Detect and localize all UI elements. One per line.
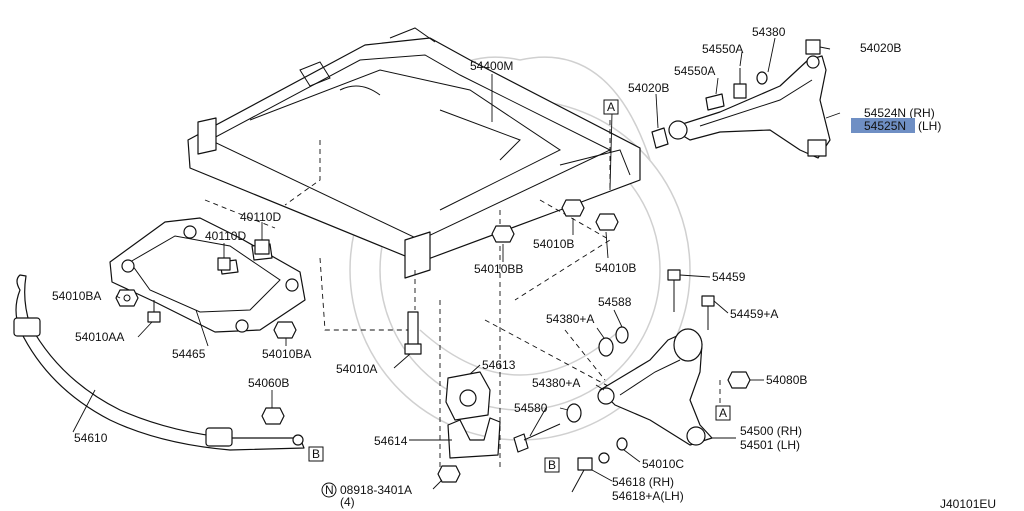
label-54465: 54465 <box>172 347 206 361</box>
bolt-54550a-b <box>705 93 725 111</box>
label-08918-qty: (4) <box>340 495 355 509</box>
ref-a-top: A <box>607 100 615 114</box>
washer-54380 <box>756 71 768 85</box>
label-54524n-rh: 54524N (RH) <box>864 106 935 120</box>
bracket-54465 <box>109 217 306 333</box>
stabilizer-bar-54610 <box>13 274 305 451</box>
bushing-54613 <box>445 371 491 421</box>
bolt-54550a-a <box>733 68 747 99</box>
label-54500-rh: 54500 (RH) <box>740 424 802 438</box>
label-54588: 54588 <box>598 295 632 309</box>
nut-54010bb <box>491 225 515 243</box>
nut-54010ba-right <box>273 321 297 339</box>
suspension-member-54400m <box>187 27 641 279</box>
nut-54010ba-left <box>115 289 139 307</box>
label-54550a-upper: 54550A <box>702 42 743 56</box>
label-54010c: 54010C <box>642 457 684 471</box>
label-54010b-right: 54010B <box>595 261 636 275</box>
label-54020b-right: 54020B <box>860 41 901 55</box>
ref-box-a-top <box>603 99 619 115</box>
label-54380a-lower: 54380+A <box>532 376 580 390</box>
label-54400m: 54400M <box>470 59 513 73</box>
label-54459a: 54459+A <box>730 307 778 321</box>
ref-box-b-left <box>308 446 324 462</box>
label-54020b-left: 54020B <box>628 81 669 95</box>
label-54010ba-right: 54010BA <box>262 347 311 361</box>
label-54580: 54580 <box>514 401 548 415</box>
washer-54380a-upper <box>598 337 614 357</box>
nut-54010b-a <box>561 199 585 217</box>
bolt-54580 <box>513 423 561 453</box>
label-54010ba-left: 54010BA <box>52 289 101 303</box>
bolt-54010aa <box>147 300 161 323</box>
label-54010a: 54010A <box>336 362 377 376</box>
label-54550a-lower: 54550A <box>674 64 715 78</box>
bolt-54459a <box>701 295 715 330</box>
label-54618-rh: 54618 (RH) <box>612 475 674 489</box>
washer-54588 <box>615 326 629 344</box>
bolt-54010a <box>404 311 422 355</box>
ref-b-right: B <box>548 458 556 472</box>
label-54459: 54459 <box>712 270 746 284</box>
label-54010b-left: 54010B <box>533 237 574 251</box>
ref-box-a-bottom <box>715 405 731 421</box>
washer-54380a-lower <box>566 403 582 423</box>
nut-54010b-b <box>595 213 619 231</box>
label-54380a-upper: 54380+A <box>546 312 594 326</box>
upper-link-54524n <box>668 55 831 159</box>
label-54618a-lh: 54618+A(LH) <box>612 489 684 503</box>
label-54010aa: 54010AA <box>75 330 124 344</box>
label-54525n: 54525N <box>864 119 906 133</box>
label-54060b: 54060B <box>248 376 289 390</box>
washer-54010c <box>616 437 628 451</box>
ref-b-left: B <box>312 447 320 461</box>
label-08918-3401a: 08918-3401A <box>340 483 412 497</box>
n-symbol-letter: N <box>325 483 334 497</box>
label-54613: 54613 <box>482 358 516 372</box>
stabilizer-link-54618 <box>571 452 610 493</box>
ref-a-bottom: A <box>719 406 727 420</box>
label-40110d-lower: 40110D <box>205 229 246 243</box>
label-54610: 54610 <box>74 431 108 445</box>
part-highlight-54525n <box>851 118 915 133</box>
clamp-54614 <box>447 417 501 459</box>
bushing-54020b-left <box>651 127 669 149</box>
label-54614: 54614 <box>374 434 408 448</box>
bolt-54459 <box>667 269 681 312</box>
nut-54080b <box>727 371 751 389</box>
label-54501-lh: 54501 (LH) <box>740 438 800 452</box>
bushing-54020b-upper <box>805 39 821 55</box>
bolt-08918-3401a <box>437 465 461 483</box>
clip-40110d <box>217 239 270 271</box>
nut-54060b <box>261 407 285 425</box>
label-54380: 54380 <box>752 25 786 39</box>
label-54010bb: 54010BB <box>474 262 523 276</box>
label-40110d-upper: 40110D <box>240 210 281 224</box>
label-54080b: 54080B <box>766 373 807 387</box>
label-54525n-lh: (LH) <box>918 119 941 133</box>
n-symbol-circle <box>321 482 337 498</box>
lower-link-54500 <box>597 328 713 446</box>
diagram-id: J40101EU <box>940 497 996 511</box>
leader-lines <box>72 37 841 490</box>
ref-box-b-right <box>544 457 560 473</box>
